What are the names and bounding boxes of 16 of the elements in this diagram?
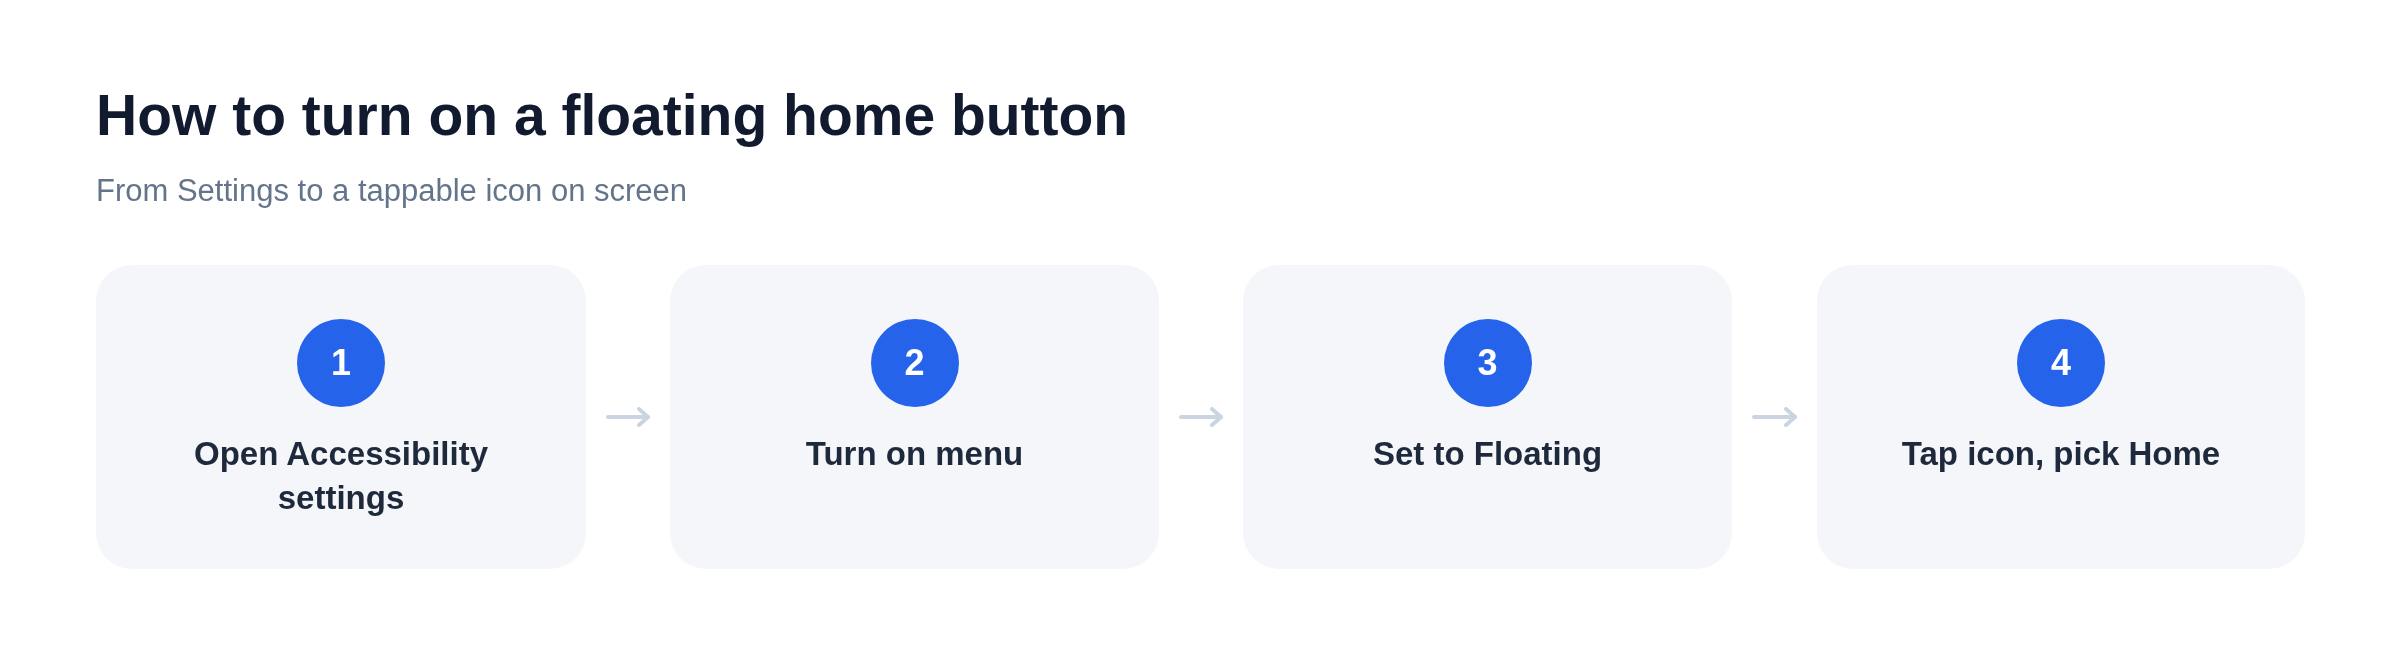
arrow	[1752, 407, 1797, 427]
title: How to turn on a floating home button	[96, 82, 1129, 148]
step-number: 1	[331, 345, 351, 381]
step-label: Open Accessibility settings	[192, 434, 490, 518]
step-label: Set to Floating	[1372, 434, 1603, 474]
step-label: Tap icon, pick Home	[1901, 434, 2221, 474]
step-card	[1817, 265, 2305, 569]
step-card	[96, 265, 586, 569]
step-number: 3	[1477, 345, 1498, 381]
step-card	[670, 265, 1159, 569]
subtitle: From Settings to a tappable icon on screen	[96, 172, 688, 210]
step-number: 2	[904, 345, 925, 381]
arrow	[1179, 407, 1223, 427]
step-label: Turn on menu	[805, 434, 1024, 474]
step-number: 4	[2051, 345, 2071, 381]
step-card	[1243, 265, 1732, 569]
